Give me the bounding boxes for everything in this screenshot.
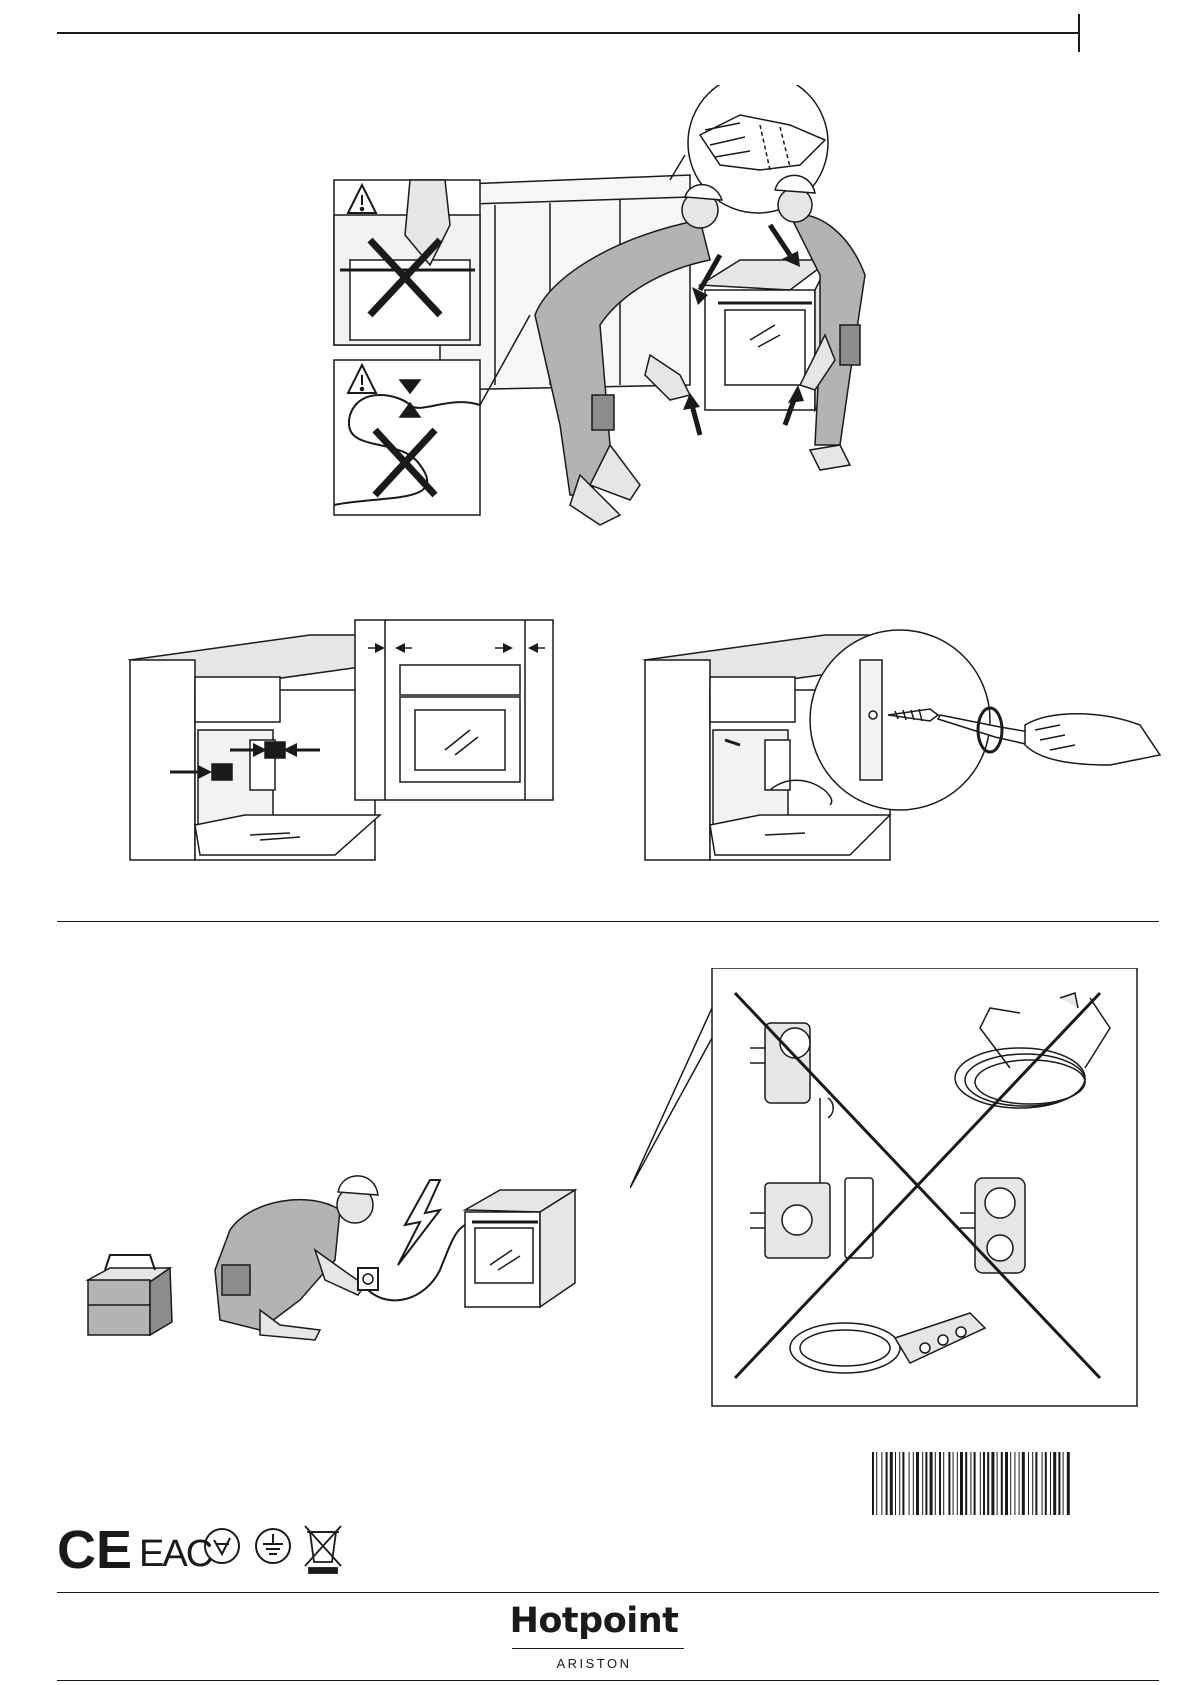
socket-icon [358,1268,378,1290]
figure-prohibited-adapters [630,968,1140,1408]
barcode [870,1452,1162,1515]
weee-bin-icon [305,1526,341,1573]
brand-logo-sub: ARISTON [494,1656,694,1671]
figure-clearance [120,615,560,875]
eac-mark: EAC [139,1533,212,1574]
top-tick [1078,14,1080,52]
inset-handle-warning [334,180,480,345]
figure-lifting [320,85,970,575]
lightning-icon [398,1180,440,1265]
certification-marks: CE EAC [57,1518,357,1574]
bottom-edge-rule [57,1680,1159,1681]
brand-logo: Hotpoint [494,1601,694,1641]
toolbox-icon [88,1255,172,1335]
ce-mark: CE [57,1520,132,1574]
figure-electrical [80,1150,640,1350]
brand-logo-rule [512,1648,684,1649]
footer-rule [57,1592,1159,1593]
top-rule [57,32,1079,34]
figure-screw [640,615,1180,875]
section-divider [57,921,1159,922]
